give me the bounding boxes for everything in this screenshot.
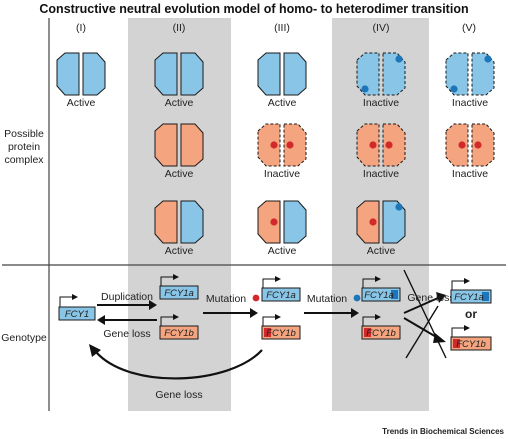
gene-loss-curved-arrow [95,349,263,380]
dimer-blue-blue-mutant-iv [356,52,406,96]
gene-fcy1b-iii: FCY1b [261,314,301,340]
state-r2-v: Inactive [452,168,488,180]
mutation-label-blue: Mutation [307,293,347,305]
gene-loss-label-curved: Gene loss [155,389,202,401]
or-label: or [465,307,477,321]
blue-mutation-marker [353,294,361,302]
state-r3-iii: Active [268,245,297,257]
state-r1-i: Active [67,97,96,109]
duplication-label: Duplication [101,291,153,303]
dimer-orange-orange-mutant-iv [356,123,406,167]
svg-text:FCY1: FCY1 [65,309,89,320]
gene-loss-arrowhead-short [97,315,105,325]
dimer-blue-blue-mutant-v [445,52,495,96]
red-mutation-marker [252,294,260,302]
dimer-blue-blue-i [56,52,106,96]
state-r1-iii: Active [268,97,297,109]
gene-loss-arrowhead-to-a [436,292,446,303]
svg-text:FCY1b: FCY1b [164,328,194,339]
stage-label-v: (V) [462,22,476,34]
stage-label-iv: (IV) [373,22,390,34]
column-shade-ii [128,18,231,411]
state-r2-iv: Inactive [363,168,399,180]
gene-loss-arrow-to-b [403,317,439,339]
column-shade-iv [332,18,429,411]
mutation-arrowhead-blue [351,308,359,318]
svg-text:FCY1b: FCY1b [366,328,396,339]
mutation-label-red: Mutation [206,293,246,305]
figure-title: Constructive neutral evolution model of … [39,2,468,16]
svg-text:FCY1b: FCY1b [266,328,296,339]
dimer-orange-blue-mutant-iii [257,200,307,244]
stage-label-i: (I) [76,22,86,34]
gene-loss-label-iv: Gene loss [407,292,454,304]
state-r2-iii: Inactive [264,168,300,180]
dimer-orange-blue-ii [154,200,204,244]
row-label-complex-2: protein [8,141,40,153]
dimer-orange-orange-mutant-iii [257,123,307,167]
gene-fcy1b-iv: FCY1b [361,314,401,340]
state-r3-ii: Active [165,245,194,257]
svg-text:FCY1a: FCY1a [164,288,194,299]
state-r1-ii: Active [165,97,194,109]
dimer-blue-blue-ii [154,52,204,96]
svg-text:FCY1a: FCY1a [364,290,394,301]
row-label-genotype: Genotype [1,332,47,344]
svg-text:FCY1b: FCY1b [456,339,486,350]
stage-label-ii: (II) [173,22,186,34]
gene-loss-arrow-up [405,305,439,359]
gene-fcy1b-ii: FCY1b [159,314,199,340]
gene-fcy1: FCY1 [58,294,96,321]
dimer-orange-blue-mutant-iv [356,200,406,244]
duplication-arrowhead [149,300,157,310]
gene-loss-label-short: Gene loss [103,328,150,340]
row-label-complex-3: complex [4,154,44,166]
state-r3-iv: Active [367,245,396,257]
gene-fcy1a-iii: FCY1a [261,276,301,302]
mutation-arrowhead-red [250,308,258,318]
gene-fcy1b-v: FCY1b [450,325,492,351]
svg-text:FCY1a: FCY1a [454,292,484,303]
gene-loss-arrowhead-to-b [433,333,446,343]
dimer-orange-orange-mutant-v [445,123,495,167]
credit-label: Trends in Biochemical Sciences [382,427,504,436]
gene-fcy1a-iv: FCY1a [361,276,401,302]
svg-text:FCY1a: FCY1a [266,290,296,301]
state-r2-ii: Active [165,168,194,180]
gene-fcy1a-v: FCY1a [450,278,492,304]
row-label-complex-1: Possible [4,128,44,140]
dimer-orange-orange-ii [154,123,204,167]
gene-loss-arrow-down [403,269,447,359]
gene-fcy1a-ii: FCY1a [159,274,199,300]
gene-loss-curved-arrowhead [89,344,101,357]
dimer-blue-blue-iii [257,52,307,96]
state-r1-iv: Inactive [363,97,399,109]
stage-label-iii: (III) [274,22,290,34]
state-r1-v: Inactive [452,97,488,109]
